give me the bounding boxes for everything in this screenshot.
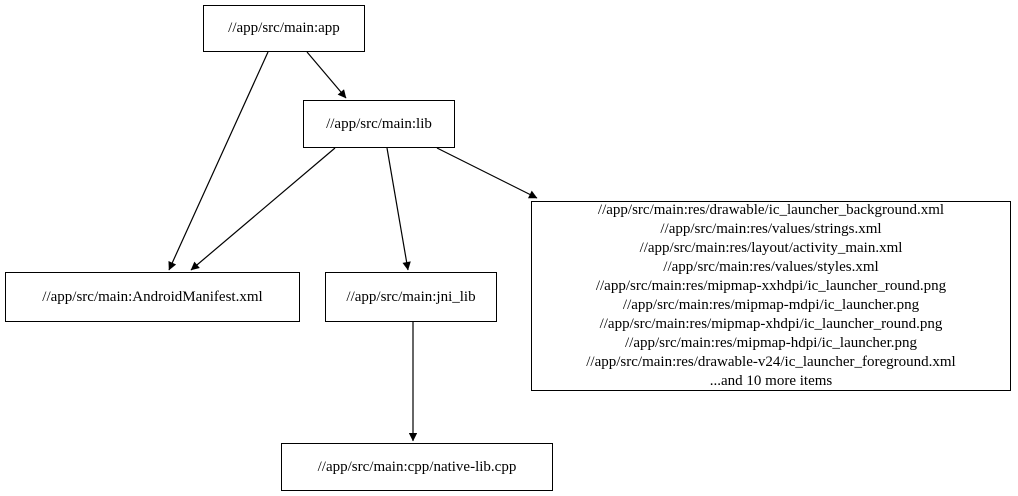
node-native-lib-cpp-label: //app/src/main:cpp/native-lib.cpp	[317, 458, 517, 475]
res-file-label-8: //app/src/main:res/drawable-v24/ic_launc…	[586, 354, 956, 370]
edge-lib-to-jni_lib	[386, 147, 411, 271]
node-native-lib-cpp: //app/src/main:cpp/native-lib.cpp	[281, 443, 553, 491]
node-res-files: //app/src/main:res/drawable/ic_launcher_…	[531, 201, 1011, 391]
node-jni-lib: //app/src/main:jni_lib	[325, 272, 497, 322]
edge-lib-to-manifest	[190, 147, 336, 271]
res-file-more-items-label: ...and 10 more items	[709, 373, 833, 389]
res-file-label-0: //app/src/main:res/drawable/ic_launcher_…	[597, 202, 945, 218]
res-file-label-2: //app/src/main:res/layout/activity_main.…	[639, 240, 903, 256]
node-android-manifest-label: //app/src/main:AndroidManifest.xml	[42, 288, 263, 305]
node-jni-lib-label: //app/src/main:jni_lib	[346, 288, 476, 305]
node-app-label: //app/src/main:app	[228, 20, 340, 36]
res-file-label-5: //app/src/main:res/mipmap-mdpi/ic_launch…	[622, 297, 920, 313]
edge-app-to-lib	[306, 51, 347, 99]
edge-app-to-manifest	[168, 51, 269, 271]
edge-lib-to-res_files	[436, 147, 538, 199]
node-android-manifest: //app/src/main:AndroidManifest.xml	[5, 272, 300, 322]
res-file-label-6: //app/src/main:res/mipmap-xhdpi/ic_launc…	[599, 316, 943, 332]
node-lib-label: //app/src/main:lib	[326, 115, 432, 132]
res-file-label-7: //app/src/main:res/mipmap-hdpi/ic_launch…	[624, 335, 917, 351]
res-file-label-3: //app/src/main:res/values/styles.xml	[663, 259, 879, 275]
res-file-label-1: //app/src/main:res/values/strings.xml	[660, 221, 882, 237]
node-lib: //app/src/main:lib	[303, 100, 455, 148]
res-file-label-4: //app/src/main:res/mipmap-xxhdpi/ic_laun…	[595, 278, 947, 294]
node-app: //app/src/main:app	[203, 5, 365, 52]
